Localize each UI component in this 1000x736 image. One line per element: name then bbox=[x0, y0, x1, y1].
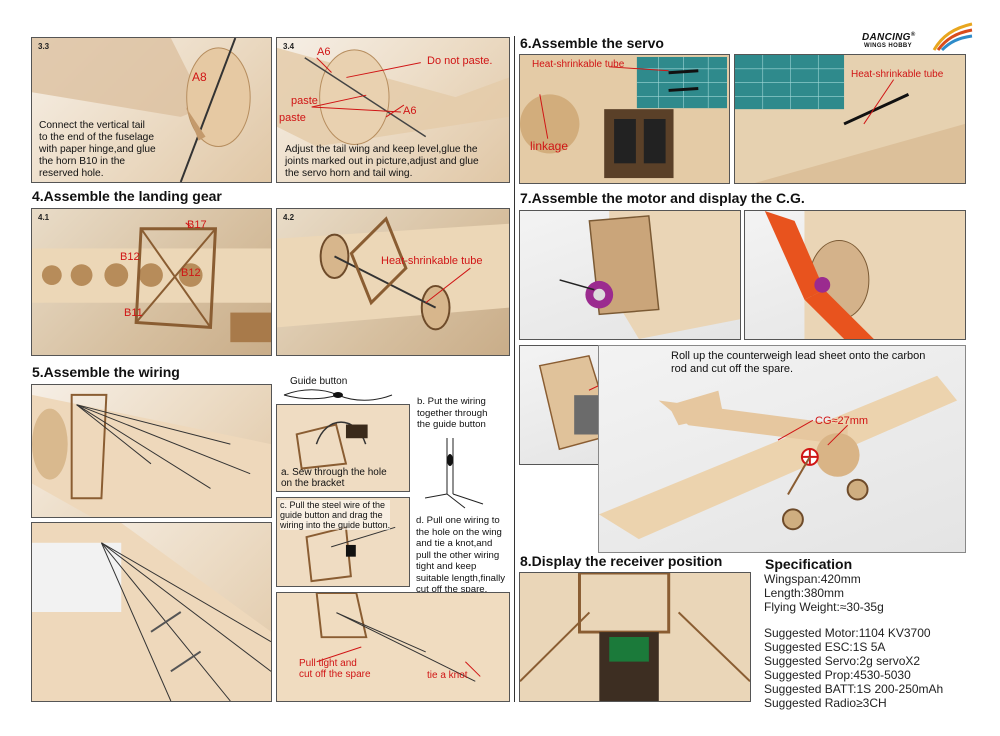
motor-photo-left bbox=[519, 210, 741, 340]
cg-label: CG≈27mm bbox=[815, 415, 869, 427]
step-caption: Adjust the tail wing and keep level,glue… bbox=[285, 144, 479, 179]
step-caption: Connect the vertical tail to the end of … bbox=[39, 120, 156, 179]
part-label-a8: A8 bbox=[192, 70, 207, 84]
part-label-a6-top: A6 bbox=[317, 46, 331, 58]
label-guide-button: Guide button bbox=[290, 376, 348, 387]
wiring-step-b-text: b. Put the wiring together through the g… bbox=[417, 396, 488, 430]
section-title-receiver: 8.Display the receiver position bbox=[520, 553, 723, 569]
section-title-landing-gear: 4.Assemble the landing gear bbox=[32, 188, 222, 204]
label-heat-shrinkable-tube-left: Heat-shrinkable tube bbox=[532, 59, 625, 70]
wiring-finish-photo: Pull tight and cut off the spare tie a k… bbox=[276, 592, 510, 702]
label-do-not-paste: Do not paste. bbox=[427, 55, 493, 67]
wiring-step-c-photo: c. Pull the steel wire of the guide butt… bbox=[276, 497, 410, 587]
section-title-wiring: 5.Assemble the wiring bbox=[32, 364, 180, 380]
servo-photo-right: Heat-shrinkable tube bbox=[734, 54, 966, 184]
wing-logo-icon bbox=[932, 22, 973, 52]
spec-title: Specification bbox=[765, 556, 853, 572]
part-label-a6-mid: A6 bbox=[403, 105, 417, 117]
spec-prop: Suggested Prop:4530-5030 bbox=[764, 668, 911, 682]
part-label-b12-right: B12 bbox=[181, 267, 201, 279]
spec-motor: Suggested Motor:1104 KV3700 bbox=[764, 626, 931, 640]
receiver-photo bbox=[519, 572, 751, 702]
label-tie-knot: tie a knot bbox=[427, 670, 468, 681]
part-label-b12-left: B12 bbox=[120, 251, 140, 263]
column-divider bbox=[514, 36, 515, 702]
step-number: 4.2 bbox=[283, 213, 295, 222]
wiring-step-d-text: d. Pull one wiring to the hole on the wi… bbox=[416, 515, 506, 595]
step-3-3-photo: 3.3 A8 Connect the vertical tail to the … bbox=[31, 37, 272, 183]
wiring-step-a-caption: a. Sew through the hole on the bracket bbox=[281, 467, 387, 489]
spec-esc: Suggested ESC:1S 5A bbox=[764, 640, 886, 654]
step-number: 4.1 bbox=[38, 213, 50, 222]
wiring-photo-top bbox=[31, 384, 272, 518]
label-paste-left: paste bbox=[291, 95, 318, 107]
cg-airplane-photo: Roll up the counterweigh lead sheet onto… bbox=[598, 345, 966, 553]
spec-battery: Suggested BATT:1S 200-250mAh bbox=[764, 682, 944, 696]
brand-logo: DANCING® WINGS HOBBY bbox=[862, 22, 974, 52]
label-pull-tight: Pull tight and cut off the spare bbox=[299, 658, 371, 680]
label-heat-shrinkable-tube: Heat-shrinkable tube bbox=[381, 255, 483, 267]
guide-button-icon bbox=[283, 389, 393, 401]
part-label-b17: B17 bbox=[187, 219, 207, 231]
part-label-b11: B11 bbox=[124, 307, 143, 319]
spec-wingspan: Wingspan:420mm bbox=[764, 572, 861, 586]
wiring-step-a-photo: a. Sew through the hole on the bracket bbox=[276, 404, 410, 492]
section-title-servo: 6.Assemble the servo bbox=[520, 35, 664, 51]
brand-subtitle: WINGS HOBBY bbox=[864, 43, 913, 49]
spec-servo: Suggested Servo:2g servoX2 bbox=[764, 654, 921, 668]
step-4-2-photo: 4.2 Heat-shrinkable tube bbox=[276, 208, 510, 356]
label-heat-shrinkable-tube-right: Heat-shrinkable tube bbox=[851, 69, 944, 80]
servo-photo-left: Heat-shrinkable tube linkage bbox=[519, 54, 730, 184]
wiring-photo-bottom bbox=[31, 522, 272, 702]
wiring-knot-icon bbox=[425, 438, 484, 509]
counterweight-caption: Roll up the counterweigh lead sheet onto… bbox=[671, 350, 926, 375]
label-linkage: linkage bbox=[530, 139, 569, 153]
step-4-1-photo: 4.1 B17 B12 B12 B11 bbox=[31, 208, 272, 356]
label-paste-center: paste bbox=[279, 112, 306, 124]
section-title-motor-cg: 7.Assemble the motor and display the C.G… bbox=[520, 190, 805, 206]
wiring-step-c-caption: c. Pull the steel wire of the guide butt… bbox=[280, 500, 391, 530]
brand-name: DANCING® bbox=[862, 32, 916, 43]
spec-length: Length:380mm bbox=[764, 586, 845, 600]
spec-weight: Flying Weight:≈30-35g bbox=[764, 600, 884, 614]
motor-photo-right bbox=[744, 210, 966, 340]
step-number: 3.4 bbox=[283, 42, 295, 51]
spec-radio: Suggested Radio≥3CH bbox=[764, 696, 887, 710]
step-number: 3.3 bbox=[38, 42, 50, 51]
step-3-4-photo: 3.4 A6 Do not paste. paste paste A6 Adju… bbox=[276, 37, 510, 183]
